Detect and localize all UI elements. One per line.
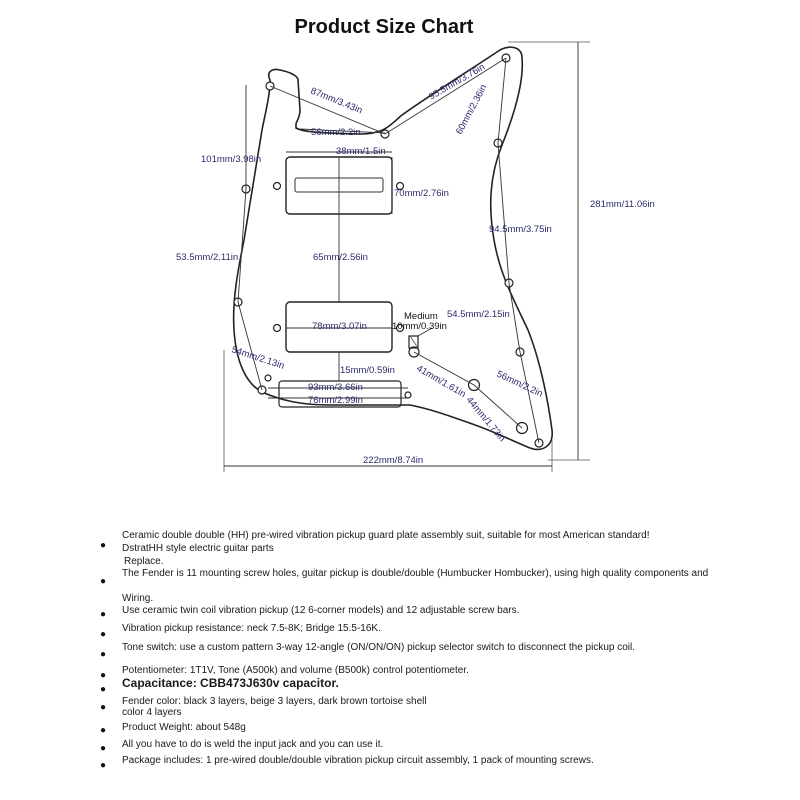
bullet: ● <box>100 609 107 620</box>
dim-65mm: 65mm/2.56in <box>313 252 368 263</box>
dim-15mm: 15mm/0.59in <box>340 365 395 376</box>
desc-line: Ceramic double double (HH) pre-wired vib… <box>122 530 650 541</box>
desc-line: Package includes: 1 pre-wired double/dou… <box>122 755 594 766</box>
dim-87mm: 87mm/3.43in <box>309 86 364 117</box>
dim-101mm: 101mm/3.98in <box>201 154 261 165</box>
desc-line: Product Weight: about 548g <box>122 722 246 733</box>
bullet: ● <box>100 684 107 695</box>
screw-hole <box>272 181 282 191</box>
page-title: Product Size Chart <box>294 16 474 38</box>
dim-281mm: 281mm/11.06in <box>590 199 655 210</box>
dim-54-5mm: 54.5mm/2.15in <box>447 309 510 320</box>
dim-78mm: 78mm/3.07in <box>312 321 367 332</box>
bullet: ● <box>100 670 107 681</box>
dim-56mm-right: 56mm/2.2in <box>495 369 545 400</box>
desc-line: All you have to do is weld the input jac… <box>122 739 384 750</box>
bullet: ● <box>100 702 107 713</box>
screw-hole <box>395 323 405 333</box>
dim-60mm: 60mm/2.36in <box>454 83 489 137</box>
dim-222mm: 222mm/8.74in <box>363 455 423 466</box>
dim-38mm: 38mm/1.5in <box>336 146 386 157</box>
desc-line: Tone switch: use a custom pattern 3-way … <box>122 642 636 653</box>
bullet: ● <box>100 760 107 771</box>
bullet: ● <box>100 725 107 736</box>
dim-94mm: 94.5mm/3.75in <box>489 224 552 235</box>
screw-hole <box>272 323 282 333</box>
screw-hole <box>395 181 405 191</box>
desc-line: Potentiometer: 1T1V, Tone (A500k) and vo… <box>122 665 469 676</box>
desc-line: Wiring. <box>122 593 154 604</box>
dim-56mm-top: 56mm/2.2in <box>311 127 361 138</box>
label-medium: Medium <box>404 311 438 322</box>
desc-line: Fender color: black 3 layers, beige 3 la… <box>122 696 427 707</box>
desc-line: DstratHH style electric guitar parts <box>122 543 274 554</box>
bullet: ● <box>100 649 107 660</box>
desc-line: Vibration pickup resistance: neck 7.5-8K… <box>122 623 381 634</box>
desc-line: Replace. <box>124 556 164 567</box>
dim-10mm: 10mm/0.39in <box>392 321 447 332</box>
desc-line: color 4 layers <box>122 707 182 718</box>
dim-53mm: 53.5mm/2.11in <box>176 252 238 263</box>
screw-hole <box>404 391 412 399</box>
dim-44mm: 44mm/1.73in <box>464 395 508 444</box>
screw-hole <box>264 374 272 382</box>
bullet: ● <box>100 743 107 754</box>
description-list: ● Ceramic double double (HH) pre-wired v… <box>100 530 780 771</box>
bullet: ● <box>100 540 107 551</box>
bullet: ● <box>100 629 107 640</box>
bullet: ● <box>100 576 107 587</box>
bridge-slot <box>278 380 402 408</box>
switch-slot <box>408 335 419 349</box>
desc-line: Use ceramic twin coil vibration pickup (… <box>122 605 520 616</box>
dim-93mm: 93mm/3.66in <box>308 382 363 393</box>
desc-line: The Fender is 11 mounting screw holes, g… <box>122 568 709 579</box>
dim-76mm: 76mm/2.99in <box>308 395 363 406</box>
dim-70mm: 70mm/2.76in <box>394 188 449 199</box>
pickguard-diagram: 87mm/3.43in 56mm/2.2in 95.5mm/3.76in 60m… <box>176 41 655 472</box>
desc-line-capacitance: Capacitance: CBB473J630v capacitor. <box>122 676 339 690</box>
dim-41mm: 41mm/1.61in <box>415 363 468 400</box>
pickguard-outline <box>232 46 553 451</box>
